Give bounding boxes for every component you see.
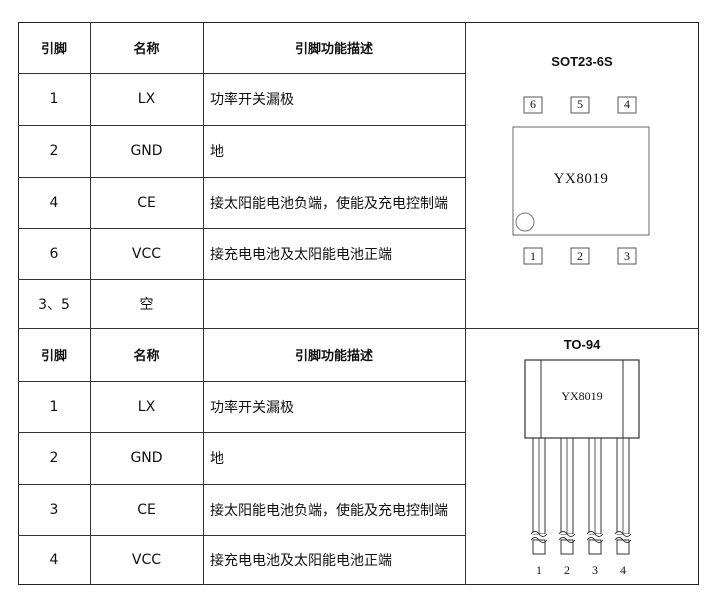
table-row-name: LX: [137, 398, 156, 415]
to94-package-diagram: [524, 359, 640, 555]
to94-chip-body: [524, 359, 640, 439]
table-row-desc: 地: [210, 451, 224, 467]
col-divider-3: [465, 22, 466, 585]
to94-lead-4: [614, 437, 632, 555]
table-row-desc: 功率开关漏极: [210, 399, 294, 416]
to94-lead-1: [530, 437, 548, 555]
sot-pin-6: [523, 96, 543, 114]
sot-pin-5: [570, 96, 590, 114]
to94-pin-3-label: 3: [592, 563, 598, 577]
row-divider: [18, 177, 465, 178]
table-row-desc: 接太阳能电池负端，使能及充电控制端: [210, 195, 448, 212]
to94-lead-2: [558, 437, 576, 555]
table-row-desc: 地: [210, 144, 224, 160]
to94-pin-4-label: 4: [620, 563, 626, 577]
table-row-pin: 6: [49, 245, 59, 262]
header-name: 名称: [133, 349, 160, 364]
sot-pin-3-label: 3: [624, 249, 630, 263]
sot-package-title: SOT23-6S: [551, 54, 613, 69]
table-row-name: GND: [130, 450, 163, 466]
table-row-pin: 4: [49, 194, 59, 211]
table-row-desc: 接充电电池及太阳能电池正端: [210, 553, 392, 569]
table-row-pin: 2: [49, 450, 59, 466]
table-row-name: LX: [137, 91, 156, 107]
row-divider: [18, 484, 465, 485]
row-divider: [18, 381, 465, 382]
table-row-desc: 接太阳能电池负端，使能及充电控制端: [210, 502, 448, 519]
table-row-pin: 1: [49, 398, 59, 415]
table-row-name: GND: [130, 143, 163, 159]
section-divider: [18, 328, 699, 329]
row-divider: [18, 432, 465, 433]
table-row-pin: 4: [49, 552, 59, 568]
header-name: 名称: [133, 42, 160, 57]
table-row-name: CE: [137, 194, 156, 211]
header-pin: 引脚: [40, 349, 67, 364]
table-row-name: CE: [137, 501, 156, 518]
row-divider: [18, 535, 465, 536]
table-row-name: VCC: [131, 245, 162, 262]
sot-pin-2-label: 2: [577, 249, 583, 263]
row-divider: [18, 73, 465, 74]
sot-pin-4: [617, 96, 637, 114]
header-description: 引脚功能描述: [294, 42, 373, 57]
pin1-marker: [515, 212, 535, 232]
sot-pin-6-label: 6: [530, 97, 536, 111]
pin-table-frame: [18, 22, 699, 585]
table-row-desc: [203, 279, 465, 328]
table-row-pin: 1: [49, 91, 59, 107]
table-row-pin: 3: [49, 501, 59, 518]
to94-package-title: TO-94: [563, 337, 601, 352]
sot-pin-3: [617, 247, 637, 265]
sot-pin-5-label: 5: [577, 97, 583, 111]
sot-pin-1: [523, 247, 543, 265]
header-description: 引脚功能描述: [294, 349, 373, 364]
to94-pin-2-label: 2: [564, 563, 570, 577]
to94-pin-1-label: 1: [536, 563, 542, 577]
header-pin: 引脚: [40, 42, 67, 57]
sot-package-diagram: [512, 96, 650, 265]
col-divider-1: [90, 22, 91, 585]
table-row-desc: 功率开关漏极: [210, 92, 294, 108]
sot-pin-1-label: 1: [530, 249, 536, 263]
to94-lead-3: [586, 437, 604, 555]
table-row-name: VCC: [131, 552, 162, 568]
sot-chip-label: YX8019: [553, 171, 609, 187]
col-divider-2: [203, 22, 204, 585]
to94-chip-label: YX8019: [561, 389, 603, 403]
row-divider: [18, 279, 465, 280]
sot-pin-4-label: 4: [624, 97, 630, 111]
sot-pin-2: [570, 247, 590, 265]
table-row-name: 空: [139, 296, 154, 313]
row-divider: [18, 125, 465, 126]
table-row-pin: 3、5: [38, 296, 70, 313]
sot-chip-body: [512, 126, 650, 236]
row-divider: [18, 228, 465, 229]
table-row-pin: 2: [49, 143, 59, 159]
table-row-desc: 接充电电池及太阳能电池正端: [210, 246, 392, 263]
